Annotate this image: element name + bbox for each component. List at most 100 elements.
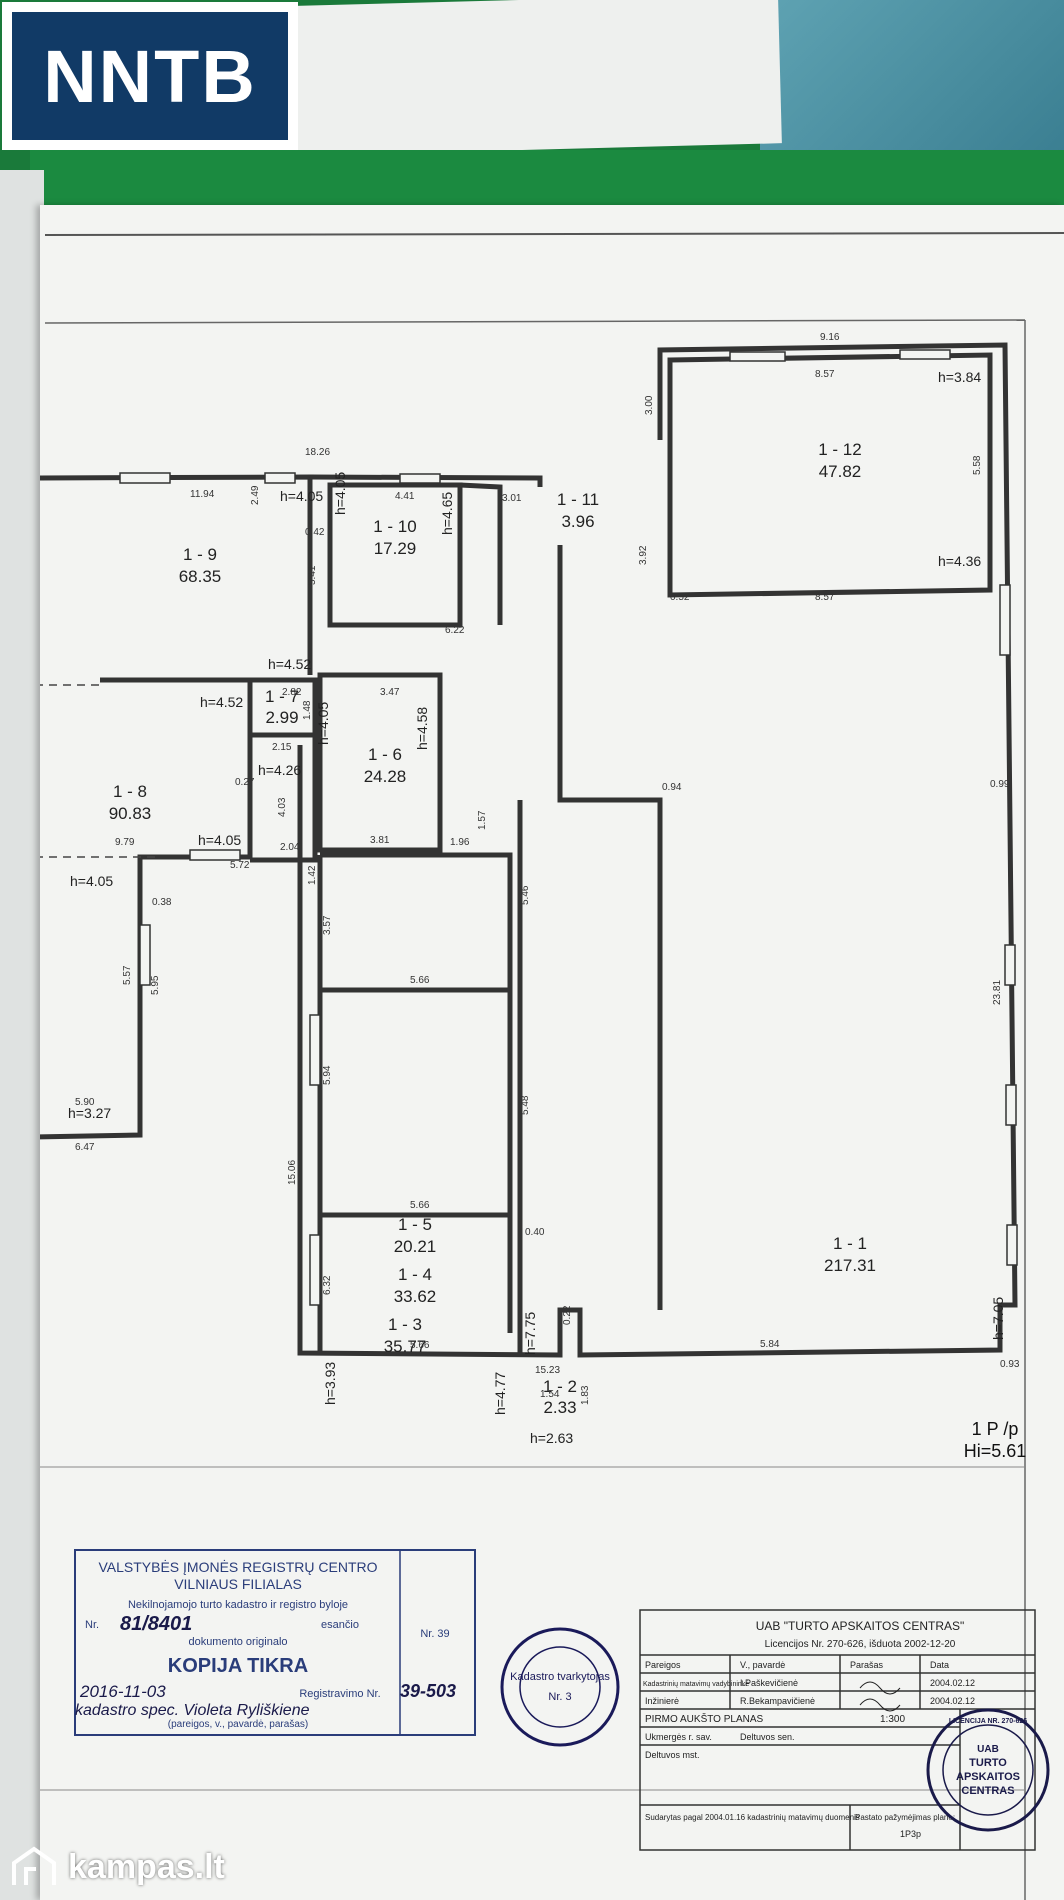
tb-address3: Deltuvos sen. (740, 1732, 795, 1742)
svg-text:3.00: 3.00 (644, 395, 655, 415)
svg-text:9.16: 9.16 (820, 332, 840, 343)
svg-text:1.96: 1.96 (450, 837, 470, 848)
svg-text:3.57: 3.57 (322, 915, 333, 935)
seal-corner-l3: APSKAITOS (956, 1771, 1020, 1783)
height-label: h=4.05 (315, 702, 331, 745)
svg-text:4.03: 4.03 (277, 797, 288, 817)
svg-text:0.94: 0.94 (662, 782, 682, 793)
svg-text:5.41: 5.41 (307, 565, 318, 585)
seal-number: Nr. 3 (548, 1691, 571, 1703)
title-block (639, 1609, 1036, 1851)
height-label: h=3.84 (938, 369, 981, 385)
registry-stamp: VALSTYBĖS ĮMONĖS REGISTRŲ CENTRO VILNIAU… (74, 1549, 476, 1736)
height-label: h=3.27 (68, 1105, 111, 1121)
svg-text:8.57: 8.57 (815, 369, 835, 380)
room-1-3-area: 35.77 (384, 1337, 427, 1356)
tb-col-header: Parašas (850, 1660, 884, 1670)
room-1-8-area: 90.83 (109, 804, 152, 823)
tb-col-header: V., pavardė (740, 1660, 785, 1670)
seal-corner-l4: CENTRAS (961, 1785, 1014, 1797)
stamp-signature: kadastro spec. Violeta Ryliškiene (75, 1702, 310, 1719)
stamp-title: KOPIJA TIKRA (168, 1655, 308, 1677)
svg-text:0.38: 0.38 (152, 897, 172, 908)
svg-text:5.57: 5.57 (122, 965, 133, 985)
room-1-6-area: 24.28 (364, 767, 407, 786)
svg-text:11.94: 11.94 (190, 489, 215, 500)
stamp-date: 2016-11-03 (79, 1682, 166, 1701)
tb-mark-value: 1P3p (900, 1829, 921, 1839)
room-1-5-area: 20.21 (394, 1237, 437, 1256)
svg-text:0.42: 0.42 (305, 527, 325, 538)
seal-corner-l1: UAB (977, 1744, 999, 1755)
tb-mark-label: Pastato pažymėjimas plane: (855, 1813, 955, 1822)
seal-corner-l2: TURTO (969, 1757, 1007, 1769)
stamp-line3: Nekilnojamojo turto kadastro ir registro… (128, 1599, 348, 1611)
stamp-side-no: Nr. 39 (420, 1628, 449, 1640)
tb-address1: Ukmergės r. sav. (645, 1732, 712, 1742)
tb-row2-role: Inžinierė (645, 1696, 679, 1706)
svg-text:0.22: 0.22 (562, 1305, 573, 1325)
room-1-4-area: 33.62 (394, 1287, 437, 1306)
svg-text:4.41: 4.41 (395, 491, 415, 502)
stamp-reg-no: 39-503 (400, 1681, 456, 1701)
kampas-watermark: kampas.lt (10, 1845, 225, 1889)
tb-address2: Deltuvos mst. (645, 1750, 700, 1760)
height-label: h=7.75 (522, 1312, 538, 1355)
tb-col-header: Data (930, 1660, 949, 1670)
tb-row1-role: Kadastrinių matavimų vadybininkė (643, 1681, 749, 1688)
stamp-reg-label: Registravimo Nr. (299, 1688, 380, 1700)
room-1-8-id: 1 - 8 (113, 782, 147, 801)
tb-company: UAB "TURTO APSKAITOS CENTRAS" (756, 1619, 965, 1633)
tb-row1-name: I.Paškevičienė (740, 1678, 798, 1688)
height-label: h=4.05 (198, 832, 241, 848)
tb-license: Licencijos Nr. 270-626, išduota 2002-12-… (765, 1639, 956, 1650)
room-1-4-id: 1 - 4 (398, 1265, 432, 1284)
svg-text:1.54: 1.54 (540, 1389, 560, 1400)
paper-stack-edge (0, 170, 44, 1900)
room-1-12-id: 1 - 12 (818, 440, 861, 459)
height-label: h=4.36 (938, 553, 981, 569)
stamp-line4-prefix: Nr. (85, 1619, 99, 1631)
height-label: h=4.26 (258, 762, 301, 778)
logo-text: NNTB (43, 34, 257, 118)
tb-scale: 1:300 (880, 1714, 905, 1725)
height-label: h=4.77 (492, 1372, 508, 1415)
room-1-2-area: 2.33 (543, 1398, 576, 1417)
tb-row2-name: R.Bekampavičienė (740, 1696, 815, 1706)
svg-text:0.93: 0.93 (1000, 1359, 1020, 1370)
background-blue-cloth (760, 0, 1064, 150)
tb-row2-date: 2004.02.12 (930, 1696, 975, 1706)
svg-text:3.81: 3.81 (370, 835, 390, 846)
svg-text:6.22: 6.22 (445, 625, 465, 636)
svg-text:2.15: 2.15 (272, 742, 292, 753)
svg-text:5.48: 5.48 (520, 1095, 531, 1115)
height-label: h=7.05 (990, 1297, 1006, 1340)
room-1-5-id: 1 - 5 (398, 1215, 432, 1234)
room-1-9-id: 1 - 9 (183, 545, 217, 564)
room-1-9-area: 68.35 (179, 567, 222, 586)
height-label: h=4.05 (332, 472, 348, 515)
room-1-10-area: 17.29 (374, 539, 417, 558)
height-label: h=4.52 (200, 694, 243, 710)
svg-text:1.48: 1.48 (302, 700, 313, 720)
title-block-text: UAB "TURTO APSKAITOS CENTRAS" Licencijos… (643, 1619, 975, 1839)
room-1-3-id: 1 - 3 (388, 1315, 422, 1334)
svg-text:8.57: 8.57 (815, 592, 835, 603)
svg-text:0.52: 0.52 (670, 592, 690, 603)
tb-prepared: Sudarytas pagal 2004.01.16 kadastrinių m… (645, 1813, 860, 1822)
stamp-line2: VILNIAUS FILIALAS (174, 1576, 302, 1592)
svg-text:2.04: 2.04 (280, 842, 300, 853)
svg-text:5.94: 5.94 (322, 1065, 333, 1085)
svg-text:5.90: 5.90 (75, 1097, 95, 1108)
svg-text:15.23: 15.23 (535, 1365, 560, 1376)
floor-plan-sheet: 1 - 1 217.31 1 - 2 2.33 1 - 3 35.77 1 - … (34, 205, 1064, 1900)
signature-mark (859, 1681, 901, 1695)
svg-text:5.84: 5.84 (760, 1339, 780, 1350)
svg-text:5.66: 5.66 (410, 1200, 430, 1211)
room-1-1-area: 217.31 (824, 1256, 876, 1275)
room-1-6-id: 1 - 6 (368, 745, 402, 764)
stamp-line5: dokumento originalo (188, 1636, 287, 1648)
svg-text:6.32: 6.32 (322, 1275, 333, 1295)
svg-text:6.47: 6.47 (75, 1142, 95, 1153)
stamp-line1: VALSTYBĖS ĮMONĖS REGISTRŲ CENTRO (98, 1558, 377, 1575)
